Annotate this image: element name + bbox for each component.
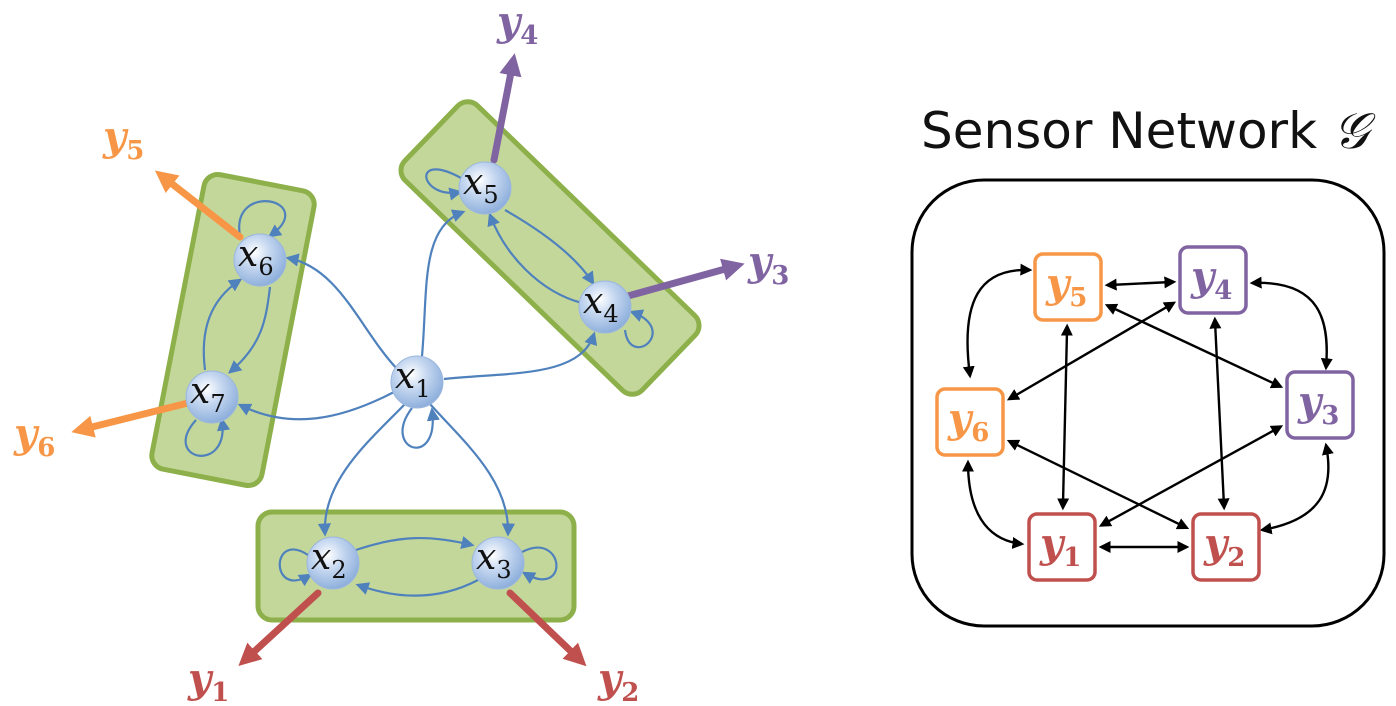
state-node-circle-x3 [471, 536, 525, 590]
state-node-x2: x2 [306, 536, 360, 590]
state-node-label-x1: x1 [395, 356, 431, 403]
cluster-x6-x7 [149, 171, 317, 489]
state-node-circle-x1 [390, 355, 444, 409]
state-node-label-x6: x6 [238, 234, 274, 281]
sensor-box-y1 [1027, 512, 1097, 582]
state-node-x1: x1 [390, 355, 444, 409]
edge-x3-to-x3 [521, 546, 558, 585]
output-label-y5: y5 [102, 113, 144, 166]
sensor-network-title: Sensor Network 𝒢 [921, 102, 1376, 160]
sensor-node-y6: y6 [935, 387, 1005, 457]
edge-x1-to-x3 [429, 403, 515, 537]
sensor-link-y6-y1 [962, 459, 1025, 549]
sensor-box-y3 [1285, 370, 1355, 440]
edge-x1-to-x2 [317, 403, 406, 537]
edge-x6-to-x7 [227, 286, 272, 374]
state-node-label-x3: x3 [476, 537, 512, 584]
output-arrow-y4 [490, 53, 522, 164]
sensor-node-y4: y4 [1178, 245, 1248, 315]
sensor-node-y1: y1 [1027, 512, 1097, 582]
sensor-box-y5 [1033, 252, 1103, 322]
sensor-node-y5: y5 [1033, 252, 1103, 322]
state-node-label-x5: x5 [463, 162, 499, 209]
sensor-node-layer: y1 y2 y3 y4 y5 y6 [935, 245, 1355, 582]
output-arrow-y2 [506, 589, 587, 667]
output-layer: y1 y2 y3 y4 y5 y6 [13, 0, 789, 706]
state-node-circle-x6 [233, 233, 287, 287]
sensor-link-y5-y6 [962, 263, 1033, 379]
edge-x2-to-x2 [278, 548, 313, 587]
state-node-x3: x3 [471, 536, 525, 590]
edge-x7-to-x6 [202, 278, 243, 371]
sensor-link-y3-y4 [1249, 276, 1333, 371]
edge-x3-to-x2 [355, 579, 479, 597]
output-label-y4: y4 [496, 0, 538, 51]
sensor-node-y2: y2 [1191, 512, 1261, 582]
sensor-node-y3: y3 [1285, 370, 1355, 440]
sensor-link-layer [962, 263, 1334, 553]
sensor-label-y2: y2 [1203, 520, 1245, 573]
edge-x1-to-x5 [420, 209, 466, 357]
edge-x1-to-x7 [237, 391, 395, 421]
state-node-layer: x1 x2 x3 x4 x5 x6 x7 [185, 161, 632, 590]
edge-x5-to-x5 [425, 168, 463, 201]
output-label-y3: y3 [747, 238, 789, 291]
edge-x5-to-x4 [487, 212, 583, 305]
state-node-label-x2: x2 [311, 537, 347, 584]
sensor-link-y4-y6 [1006, 301, 1177, 401]
edge-x7-to-x7 [184, 417, 231, 457]
output-arrow-y1 [238, 589, 322, 667]
state-node-label-x7: x7 [190, 371, 226, 418]
sensor-label-y4: y4 [1190, 253, 1232, 306]
sensor-label-y1: y1 [1039, 520, 1081, 573]
output-arrow-y6 [71, 399, 192, 438]
edge-x2-to-x3 [355, 536, 475, 552]
state-node-circle-x4 [578, 280, 632, 334]
state-node-x4: x4 [578, 280, 632, 334]
sensor-link-y2-y6 [1006, 439, 1190, 530]
edge-x4-to-x4 [623, 309, 654, 349]
sensor-box-y2 [1191, 512, 1261, 582]
sensor-box-y4 [1178, 245, 1248, 315]
output-label-y1: y1 [187, 655, 229, 706]
state-node-circle-x2 [306, 536, 360, 590]
state-edge-layer [184, 168, 654, 597]
edge-x1-to-x6 [285, 253, 399, 371]
edge-x1-to-x4 [443, 331, 598, 381]
cluster-x4-x5 [398, 99, 702, 397]
output-label-y6: y6 [13, 410, 55, 463]
state-node-x7: x7 [185, 370, 239, 424]
sensor-box-y6 [935, 387, 1005, 457]
sensor-link-y4-y5 [1104, 276, 1177, 291]
sensor-label-y3: y3 [1297, 378, 1339, 431]
sensor-label-y5: y5 [1045, 260, 1087, 313]
state-node-x5: x5 [458, 161, 512, 215]
state-node-x6: x6 [233, 233, 287, 287]
edge-x6-to-x6 [238, 200, 287, 238]
output-arrow-y5 [154, 170, 244, 241]
output-arrow-y3 [624, 258, 745, 300]
edge-x1-to-x1 [401, 407, 440, 449]
state-node-circle-x7 [185, 370, 239, 424]
state-node-circle-x5 [458, 161, 512, 215]
sensor-network-panel: Sensor Network 𝒢 y1 y2 y3 y4 y5 y6 [910, 102, 1386, 628]
edge-x4-to-x5 [504, 209, 595, 286]
state-node-label-x4: x4 [583, 281, 619, 328]
sensor-label-y6: y6 [947, 395, 989, 448]
output-label-y2: y2 [597, 655, 639, 706]
